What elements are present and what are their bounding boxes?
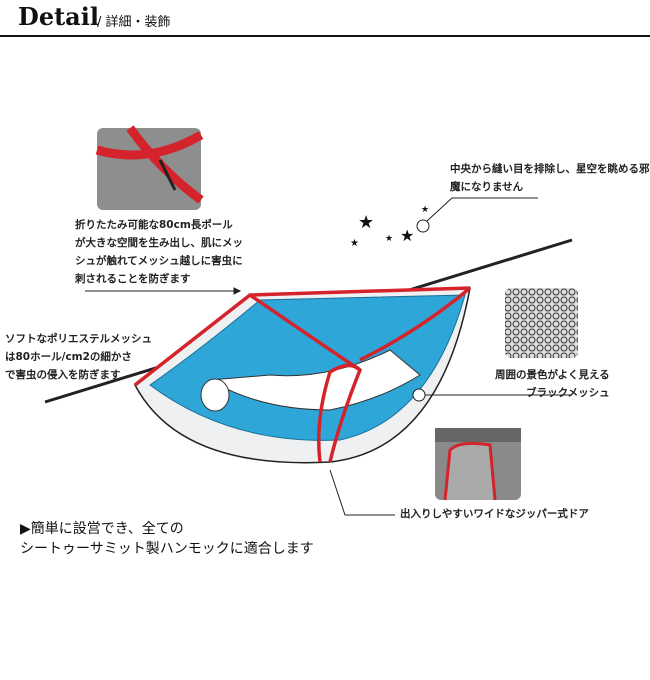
page-subtitle: / 詳細・装飾 [97,15,171,30]
pole-callout: 折りたたみ可能な80cm長ポール が大きな空間を生み出し、肌にメッ シュが触れて… [75,216,243,288]
mesh-callout-line: は80ホール/cm2の細かさ [5,351,132,363]
door-callout: 出入りしやすいワイドなジッパー式ドア [400,508,589,520]
pole-callout-line: が大きな空間を生み出し、肌にメッ [75,237,243,249]
header-divider [0,35,650,37]
svg-text:★: ★ [358,212,374,233]
footer-note: ▶簡単に設営でき、全ての シートゥーサミット製ハンモックに適合します [20,519,314,559]
door-photo [435,428,521,501]
pole-callout-line: 刺されることを防ぎます [75,273,191,285]
mesh-callout: ソフトなポリエステルメッシュ は80ホール/cm2の細かさ で害虫の侵入を防ぎま… [5,330,152,384]
svg-text:★: ★ [400,226,414,245]
pole-callout-line: シュが触れてメッシュ越しに害虫に [75,255,243,267]
footer-line: ▶簡単に設営でき、全ての [20,521,184,537]
black-mesh-callout: 周囲の景色がよく見える ブラックメッシュ [495,366,610,402]
seam-callout-line: 魔になりません [450,181,524,193]
pole-photo [95,125,204,210]
black-mesh-photo [505,288,578,358]
mesh-callout-line: で害虫の侵入を防ぎます [5,369,121,381]
svg-text:★: ★ [385,234,393,244]
mesh-callout-line: ソフトなポリエステルメッシュ [5,333,152,345]
stars-icon: ★ ★ ★ ★ ★ [350,205,429,249]
black-mesh-callout-line: ブラックメッシュ [526,387,610,399]
black-mesh-callout-line: 周囲の景色がよく見える [495,369,610,381]
svg-text:★: ★ [350,238,359,249]
seam-callout-line: 中央から縫い目を排除し、星空を眺める邪 [450,163,650,175]
pole-frame [133,286,472,463]
pole-callout-line: 折りたたみ可能な80cm長ポール [75,219,233,231]
svg-text:★: ★ [421,205,429,215]
footer-line: シートゥーサミット製ハンモックに適合します [20,541,314,557]
page-title: Detail [18,2,99,31]
seam-callout: 中央から縫い目を排除し、星空を眺める邪 魔になりません [450,160,650,196]
